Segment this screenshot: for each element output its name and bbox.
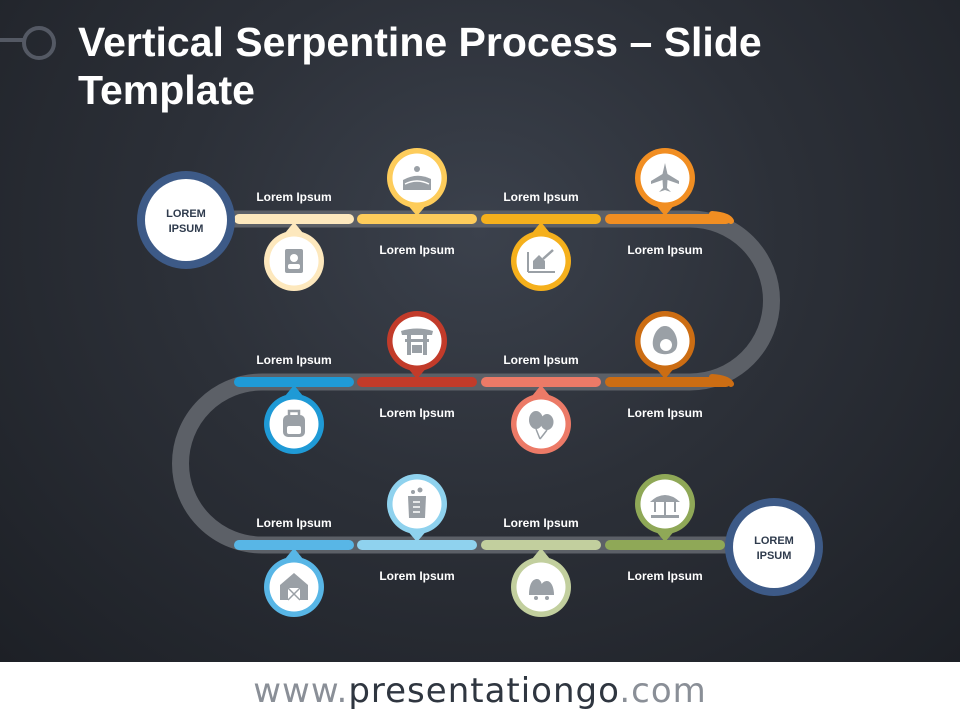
segment-curve-tip [709,374,734,387]
landscape-farm-icon [403,166,431,190]
step-pin-3-1 [264,548,324,617]
carousel-icon [650,495,680,518]
balloons-icon [529,411,554,440]
step-label-3-2: Lorem Ipsum [379,569,454,583]
step-label-3-1: Lorem Ipsum [256,516,331,530]
footer: www.presentationgo.com [0,662,960,720]
svg-text:LOREM: LOREM [754,535,794,547]
segment-3-3 [481,540,601,550]
svg-text:IPSUM: IPSUM [169,223,204,235]
airplane-icon [651,163,679,192]
step-label-2-1: Lorem Ipsum [256,353,331,367]
step-pin-3-2 [387,474,447,542]
step-pin-3-4 [635,474,695,542]
step-pin-1-2 [387,148,447,216]
segment-2-4 [605,377,731,387]
backpack-icon [283,409,305,437]
segment-1-2 [357,214,477,224]
svg-text:IPSUM: IPSUM [757,550,792,562]
step-label-1-3: Lorem Ipsum [503,190,578,204]
house-chart-icon [527,249,555,273]
end-node: LOREM IPSUM [725,498,823,596]
segment-curve-tip [709,211,734,224]
step-label-3-4: Lorem Ipsum [627,569,702,583]
step-pin-3-3 [511,548,571,617]
segment-2-1 [234,377,354,387]
step-pin-2-1 [264,385,324,454]
step-label-1-1: Lorem Ipsum [256,190,331,204]
segment-3-1 [234,540,354,550]
step-label-1-4: Lorem Ipsum [627,243,702,257]
step-label-3-3: Lorem Ipsum [503,516,578,530]
footer-prefix: www. [253,671,349,711]
torii-gate-icon [401,328,433,355]
avocado-icon [652,326,678,355]
start-node: LOREM IPSUM [137,171,235,269]
step-label-2-4: Lorem Ipsum [627,406,702,420]
step-pin-1-1 [264,222,324,291]
title-ring-icon [22,26,56,60]
slide-title: Vertical Serpentine Process – Slide Temp… [78,19,762,113]
segment-1-1 [234,214,354,224]
step-pin-2-2 [387,311,447,379]
segment-3-4 [605,540,725,550]
footer-suffix: .com [619,671,707,711]
segment-1-3 [481,214,601,224]
footer-brand: presentationgo [348,671,620,711]
segment-3-2 [357,540,477,550]
step-label-2-3: Lorem Ipsum [503,353,578,367]
step-pin-2-3 [511,385,571,454]
contact-book-icon [285,249,303,273]
segment-1-4 [605,214,731,224]
barn-icon [280,573,308,601]
step-label-1-2: Lorem Ipsum [379,243,454,257]
segment-2-2 [357,377,477,387]
slide: Vertical Serpentine Process – Slide Temp… [0,0,960,662]
step-pin-1-3 [511,222,571,291]
title-connector-line [0,38,26,42]
step-pin-1-4 [635,148,695,216]
segment-2-3 [481,377,601,387]
step-pin-2-4 [635,311,695,379]
svg-text:LOREM: LOREM [166,208,206,220]
beaker-icon [408,487,426,518]
bells-icon [529,579,554,600]
step-label-2-2: Lorem Ipsum [379,406,454,420]
